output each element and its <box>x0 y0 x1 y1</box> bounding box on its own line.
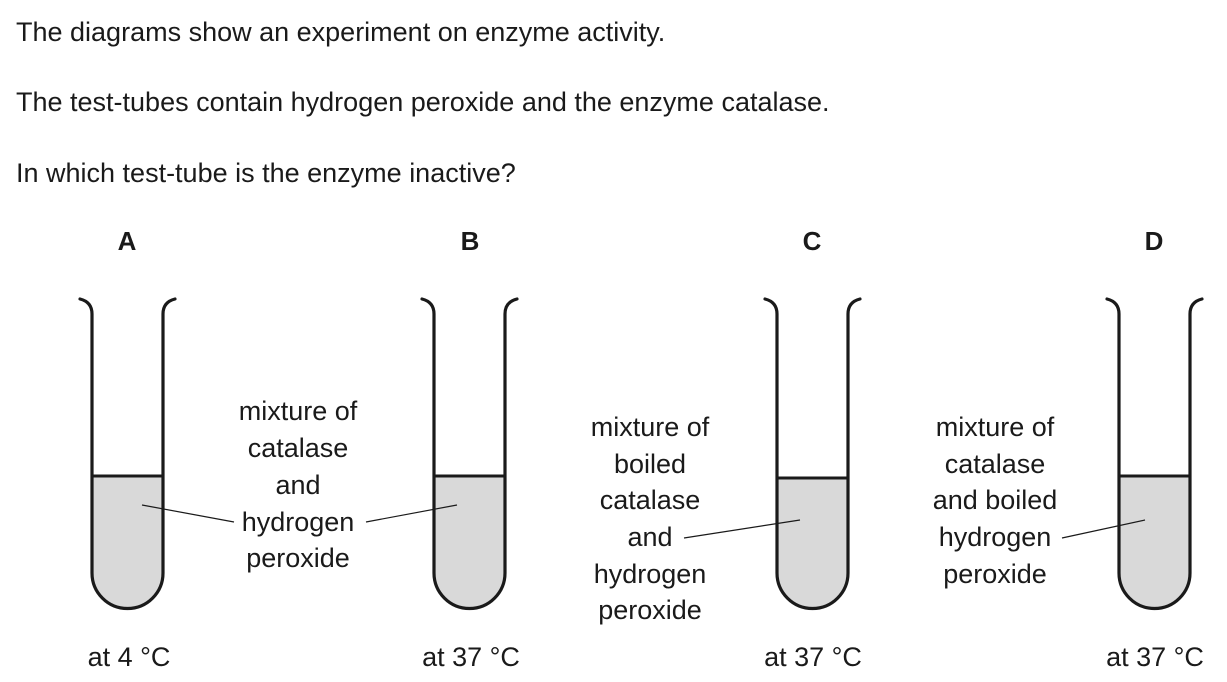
tube-b-letter: B <box>461 226 480 256</box>
tube-d-glass <box>1105 297 1204 611</box>
leader-line-b <box>365 504 458 523</box>
label-ab-line-5: peroxide <box>246 543 350 573</box>
label-c-line-6: peroxide <box>598 595 702 625</box>
label-c-line-4: and <box>627 522 672 552</box>
question-line-1: The diagrams show an experiment on enzym… <box>16 17 666 47</box>
test-tube-c <box>763 297 862 611</box>
test-tube-d <box>1105 297 1204 611</box>
tube-c-glass <box>763 297 862 611</box>
tube-c-temperature: at 37 °C <box>764 642 862 672</box>
label-d-line-2: catalase <box>945 449 1046 479</box>
label-ab-line-2: catalase <box>248 433 349 463</box>
tube-b-glass <box>420 297 519 611</box>
tube-b-temperature: at 37 °C <box>422 642 520 672</box>
label-d-line-4: hydrogen <box>939 522 1052 552</box>
tube-d-temperature: at 37 °C <box>1106 642 1204 672</box>
tube-d-letter: D <box>1145 226 1164 256</box>
label-ab: mixture of catalase and hydrogen peroxid… <box>239 396 358 573</box>
test-tube-b <box>420 297 519 611</box>
tube-c-liquid <box>777 478 848 609</box>
label-c-line-5: hydrogen <box>594 559 707 589</box>
label-d-line-5: peroxide <box>943 559 1047 589</box>
leader-line-c <box>683 519 801 539</box>
label-ab-line-3: and <box>275 470 320 500</box>
test-tube-a <box>78 297 177 611</box>
tube-c-letter: C <box>803 226 822 256</box>
label-d-line-3: and boiled <box>933 485 1058 515</box>
question-line-3: In which test-tube is the enzyme inactiv… <box>16 158 516 188</box>
label-c-line-1: mixture of <box>591 412 710 442</box>
label-ab-line-1: mixture of <box>239 396 358 426</box>
tube-a-liquid <box>92 476 163 609</box>
tube-d-liquid <box>1119 476 1190 609</box>
tube-a-letter: A <box>118 226 137 256</box>
label-d-line-1: mixture of <box>936 412 1055 442</box>
label-c-line-2: boiled <box>614 449 686 479</box>
leader-line-d <box>1061 519 1146 539</box>
leader-line-a <box>141 504 235 523</box>
tube-a-temperature: at 4 °C <box>88 642 171 672</box>
label-d: mixture of catalase and boiled hydrogen … <box>933 412 1058 589</box>
tube-b-liquid <box>434 476 505 609</box>
tube-a-glass <box>78 297 177 611</box>
label-ab-line-4: hydrogen <box>242 507 355 537</box>
label-c: mixture of boiled catalase and hydrogen … <box>591 412 710 625</box>
question-line-2: The test-tubes contain hydrogen peroxide… <box>16 87 830 117</box>
label-c-line-3: catalase <box>600 485 701 515</box>
